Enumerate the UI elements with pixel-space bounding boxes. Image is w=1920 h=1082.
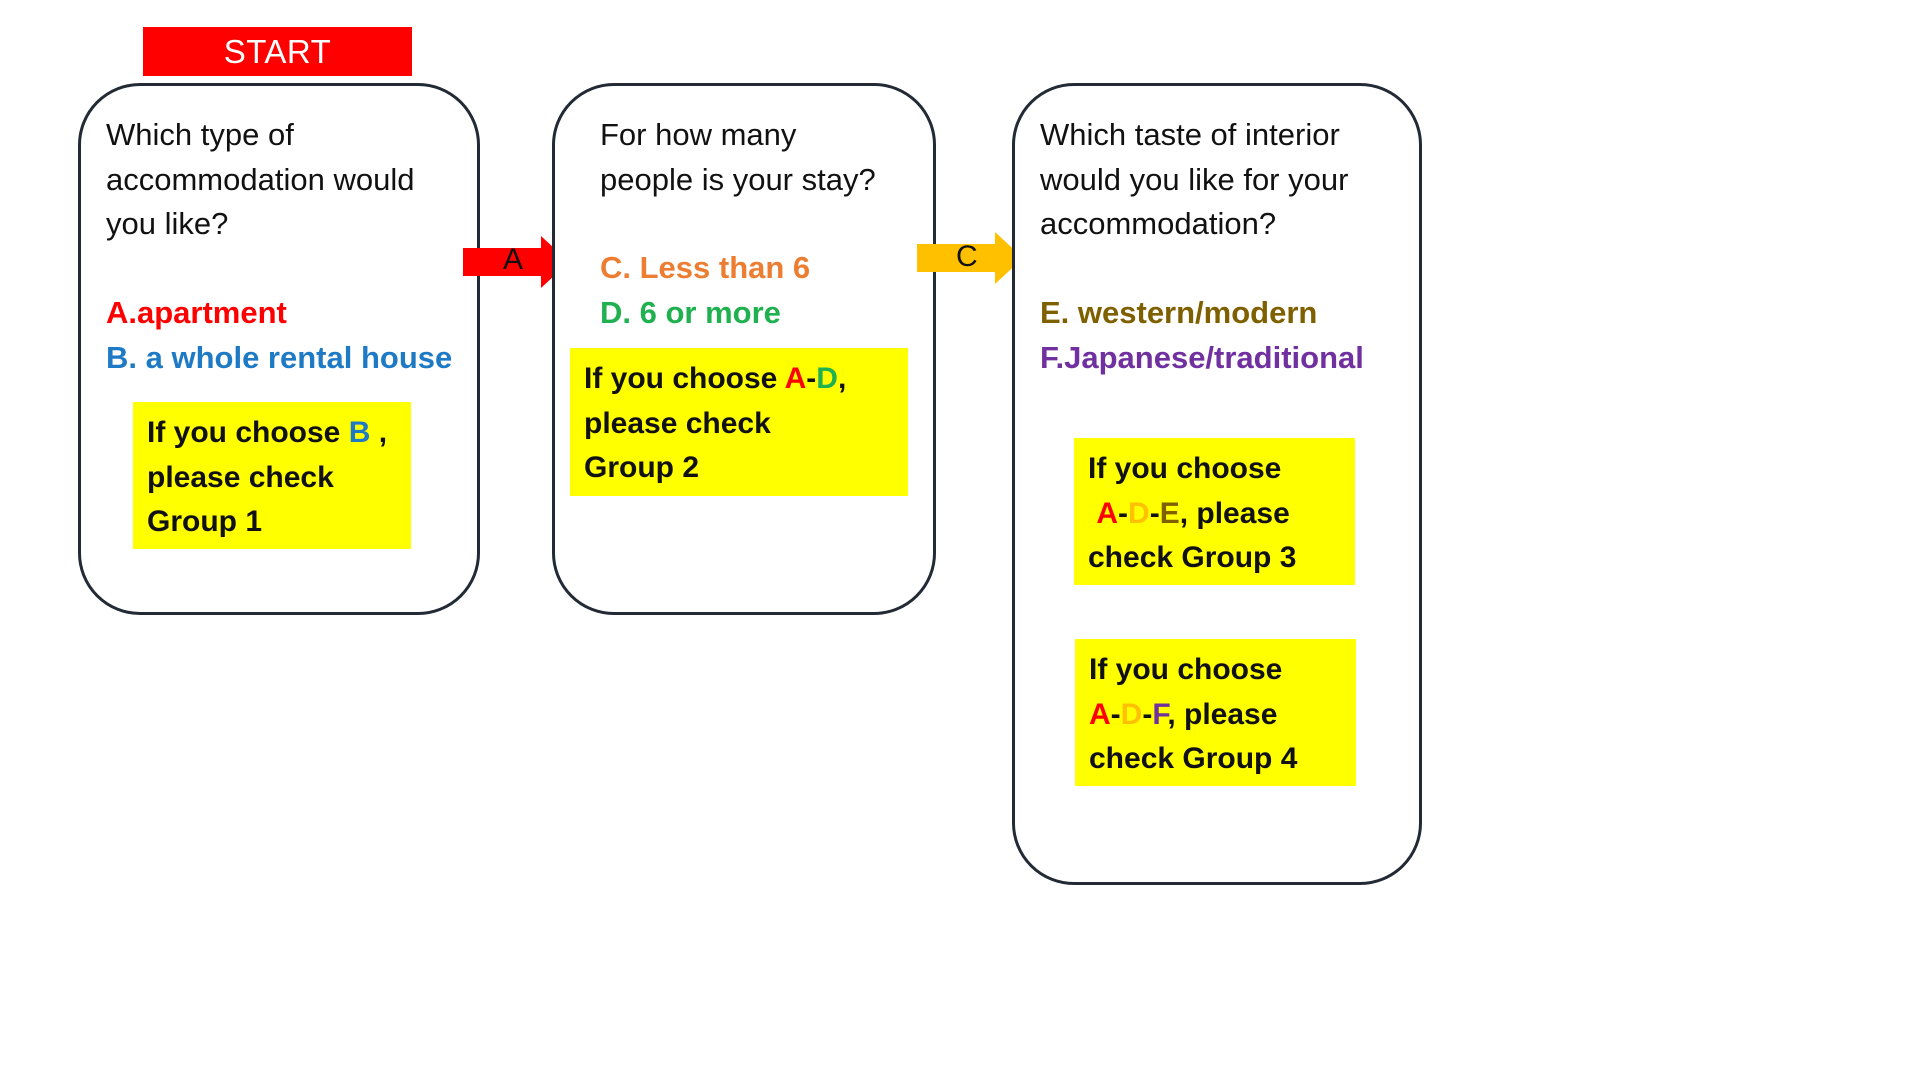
hint-key-e: E xyxy=(1159,496,1180,530)
hint-line: A-D-E, please xyxy=(1096,496,1290,530)
interior-taste-options: E. western/modern F.Japanese/traditional xyxy=(1040,291,1364,380)
hint-line: If you choose A-D, xyxy=(584,362,847,395)
hint-key-d: D xyxy=(1120,697,1143,731)
option-e: E. western/modern xyxy=(1040,295,1318,330)
hint-key-a: A xyxy=(1089,697,1111,731)
hint-line: Group 2 xyxy=(584,451,700,484)
group-2-hint: If you choose A-D, please check Group 2 xyxy=(570,348,908,496)
option-c: C. Less than 6 xyxy=(600,250,811,285)
question-line: would you like for your xyxy=(1040,161,1349,197)
group-4-hint: If you choose A-D-F, please check Group … xyxy=(1075,639,1356,786)
stay-size-question: For how many people is your stay? xyxy=(600,113,876,202)
question-line: Which type of xyxy=(106,117,294,152)
hint-line: check Group 3 xyxy=(1088,541,1297,574)
hint-line: Group 1 xyxy=(147,505,263,538)
hint-line: If you choose xyxy=(1088,452,1282,485)
start-label: START xyxy=(143,27,412,76)
arrow-c-icon xyxy=(917,232,1023,284)
question-line: accommodation would xyxy=(106,161,415,197)
arrow-a-label: A xyxy=(503,243,524,276)
option-a: A.apartment xyxy=(106,295,287,330)
hint-key-d: D xyxy=(1128,496,1150,530)
hint-line: If you choose B , xyxy=(147,416,388,449)
hint-line: If you choose xyxy=(1089,653,1283,686)
hint-line: A-D-F, please xyxy=(1089,697,1278,731)
hint-key-b: B xyxy=(348,416,371,449)
group-1-hint: If you choose B , please check Group 1 xyxy=(133,402,411,549)
arrow-a-icon xyxy=(463,236,569,288)
option-f: F.Japanese/traditional xyxy=(1040,339,1364,375)
accommodation-type-question: Which type of accommodation would you li… xyxy=(106,113,414,247)
hint-key-a: A xyxy=(1096,496,1119,530)
question-line: you like? xyxy=(106,206,229,241)
group-3-hint: If you choose A-D-E, please check Group … xyxy=(1074,438,1355,585)
question-line: For how many xyxy=(600,117,797,152)
option-d: D. 6 or more xyxy=(600,294,781,330)
question-line: Which taste of interior xyxy=(1040,117,1340,152)
interior-taste-question: Which taste of interior would you like f… xyxy=(1040,113,1348,247)
hint-line: check Group 4 xyxy=(1089,742,1298,775)
question-line: accommodation? xyxy=(1040,206,1277,241)
stay-size-options: C. Less than 6 D. 6 or more xyxy=(600,246,810,335)
question-line: people is your stay? xyxy=(600,161,876,197)
accommodation-type-options: A.apartment B. a whole rental house xyxy=(106,291,452,380)
hint-key-f: F xyxy=(1152,697,1168,731)
option-b: B. a whole rental house xyxy=(106,339,453,375)
hint-line: please check xyxy=(147,460,334,494)
hint-key-a: A xyxy=(784,362,807,395)
hint-line: please check xyxy=(584,406,771,440)
arrow-c-label: C xyxy=(956,240,978,273)
hint-key-d: D xyxy=(816,362,838,395)
